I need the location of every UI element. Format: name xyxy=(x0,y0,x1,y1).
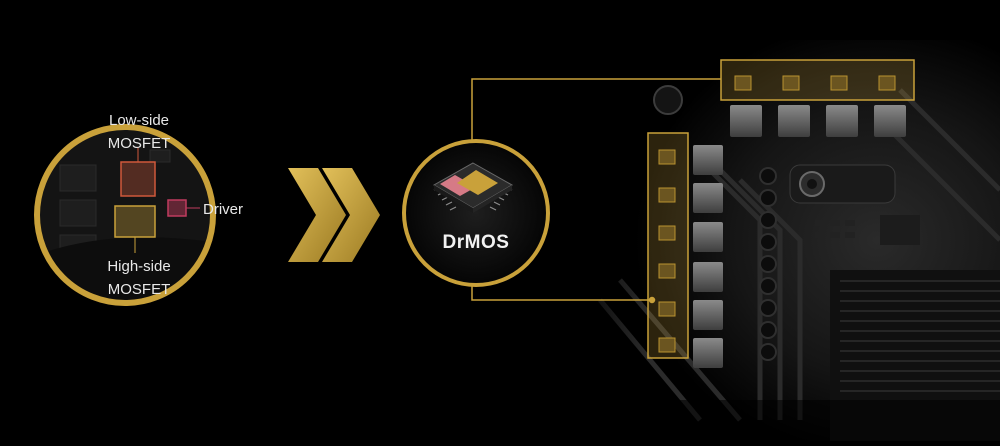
mosfet-magnifier xyxy=(34,124,216,306)
low-side-line-2: MOSFET xyxy=(107,135,171,152)
low-side-mosfet-label: Low-side MOSFET xyxy=(95,109,183,155)
high-side-line-2: MOSFET xyxy=(107,281,171,298)
driver-box xyxy=(167,199,187,217)
drmos-chip-icon xyxy=(432,162,514,213)
drmos-highlight-side xyxy=(647,132,689,359)
drmos-highlight-top xyxy=(720,59,915,101)
driver-label: Driver xyxy=(203,201,243,218)
connector-lines xyxy=(471,78,721,304)
side-inductors xyxy=(693,145,723,368)
high-side-mosfet-label: High-side MOSFET xyxy=(91,255,187,301)
chevron-double-right-icon xyxy=(288,168,380,262)
low-side-line-1: Low-side xyxy=(108,112,170,129)
drmos-label: DrMOS xyxy=(442,232,510,253)
motherboard-image xyxy=(560,40,1000,441)
high-side-line-1: High-side xyxy=(107,258,171,275)
high-side-mosfet-box xyxy=(114,205,156,238)
low-side-mosfet-box xyxy=(120,161,156,197)
drmos-circle xyxy=(402,139,550,287)
top-inductors xyxy=(730,105,906,137)
